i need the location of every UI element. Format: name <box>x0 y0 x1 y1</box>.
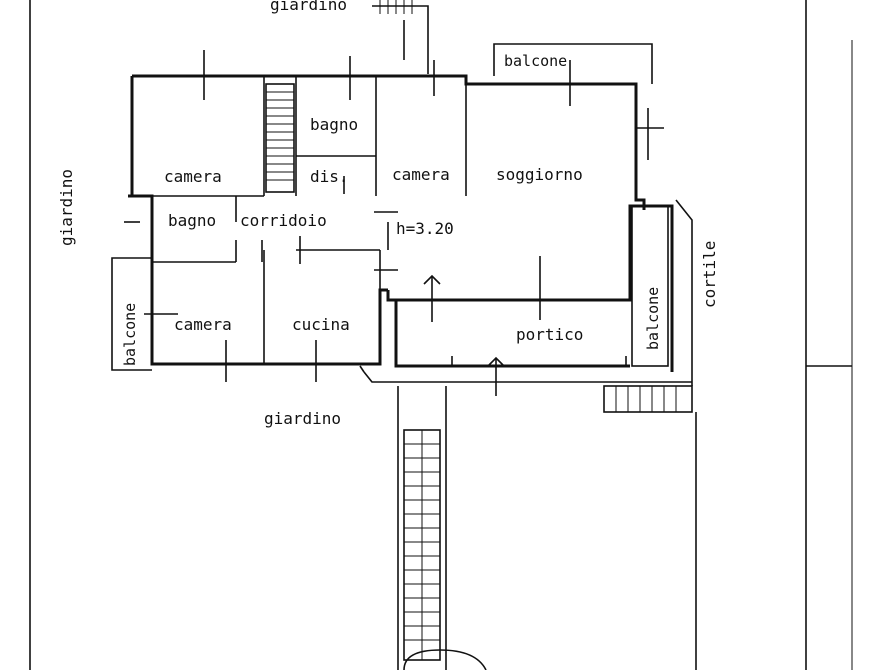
garden-path <box>397 386 487 670</box>
window-markers <box>124 50 664 382</box>
label-bagno-top: bagno <box>310 115 358 134</box>
label-bagno-left: bagno <box>168 211 216 230</box>
entrance-path-top <box>372 0 429 74</box>
label-giardino-left: giardino <box>57 169 76 246</box>
label-balcone-right: balcone <box>644 287 662 350</box>
label-balcone-top: balcone <box>504 52 567 70</box>
label-camera-bottom: camera <box>174 315 232 334</box>
label-ceiling-height: h=3.20 <box>396 219 454 238</box>
label-balcone-left: balcone <box>121 303 139 366</box>
label-soggiorno: soggiorno <box>496 165 583 184</box>
label-corridoio: corridoio <box>240 211 327 230</box>
label-giardino-bottom: giardino <box>264 409 341 428</box>
label-cucina: cucina <box>292 315 350 334</box>
cortile-edge <box>359 199 697 670</box>
entry-arrows <box>423 274 505 396</box>
label-camera-top-left: camera <box>164 167 222 186</box>
property-lines <box>29 0 853 670</box>
label-dis: dis. <box>310 167 349 186</box>
balconies <box>111 43 669 371</box>
label-camera-center: camera <box>392 165 450 184</box>
interior-stair <box>265 83 295 193</box>
label-portico: portico <box>516 325 583 344</box>
interior-walls <box>132 76 467 364</box>
label-cortile: cortile <box>700 241 719 308</box>
label-giardino-top: giardino <box>270 0 347 14</box>
